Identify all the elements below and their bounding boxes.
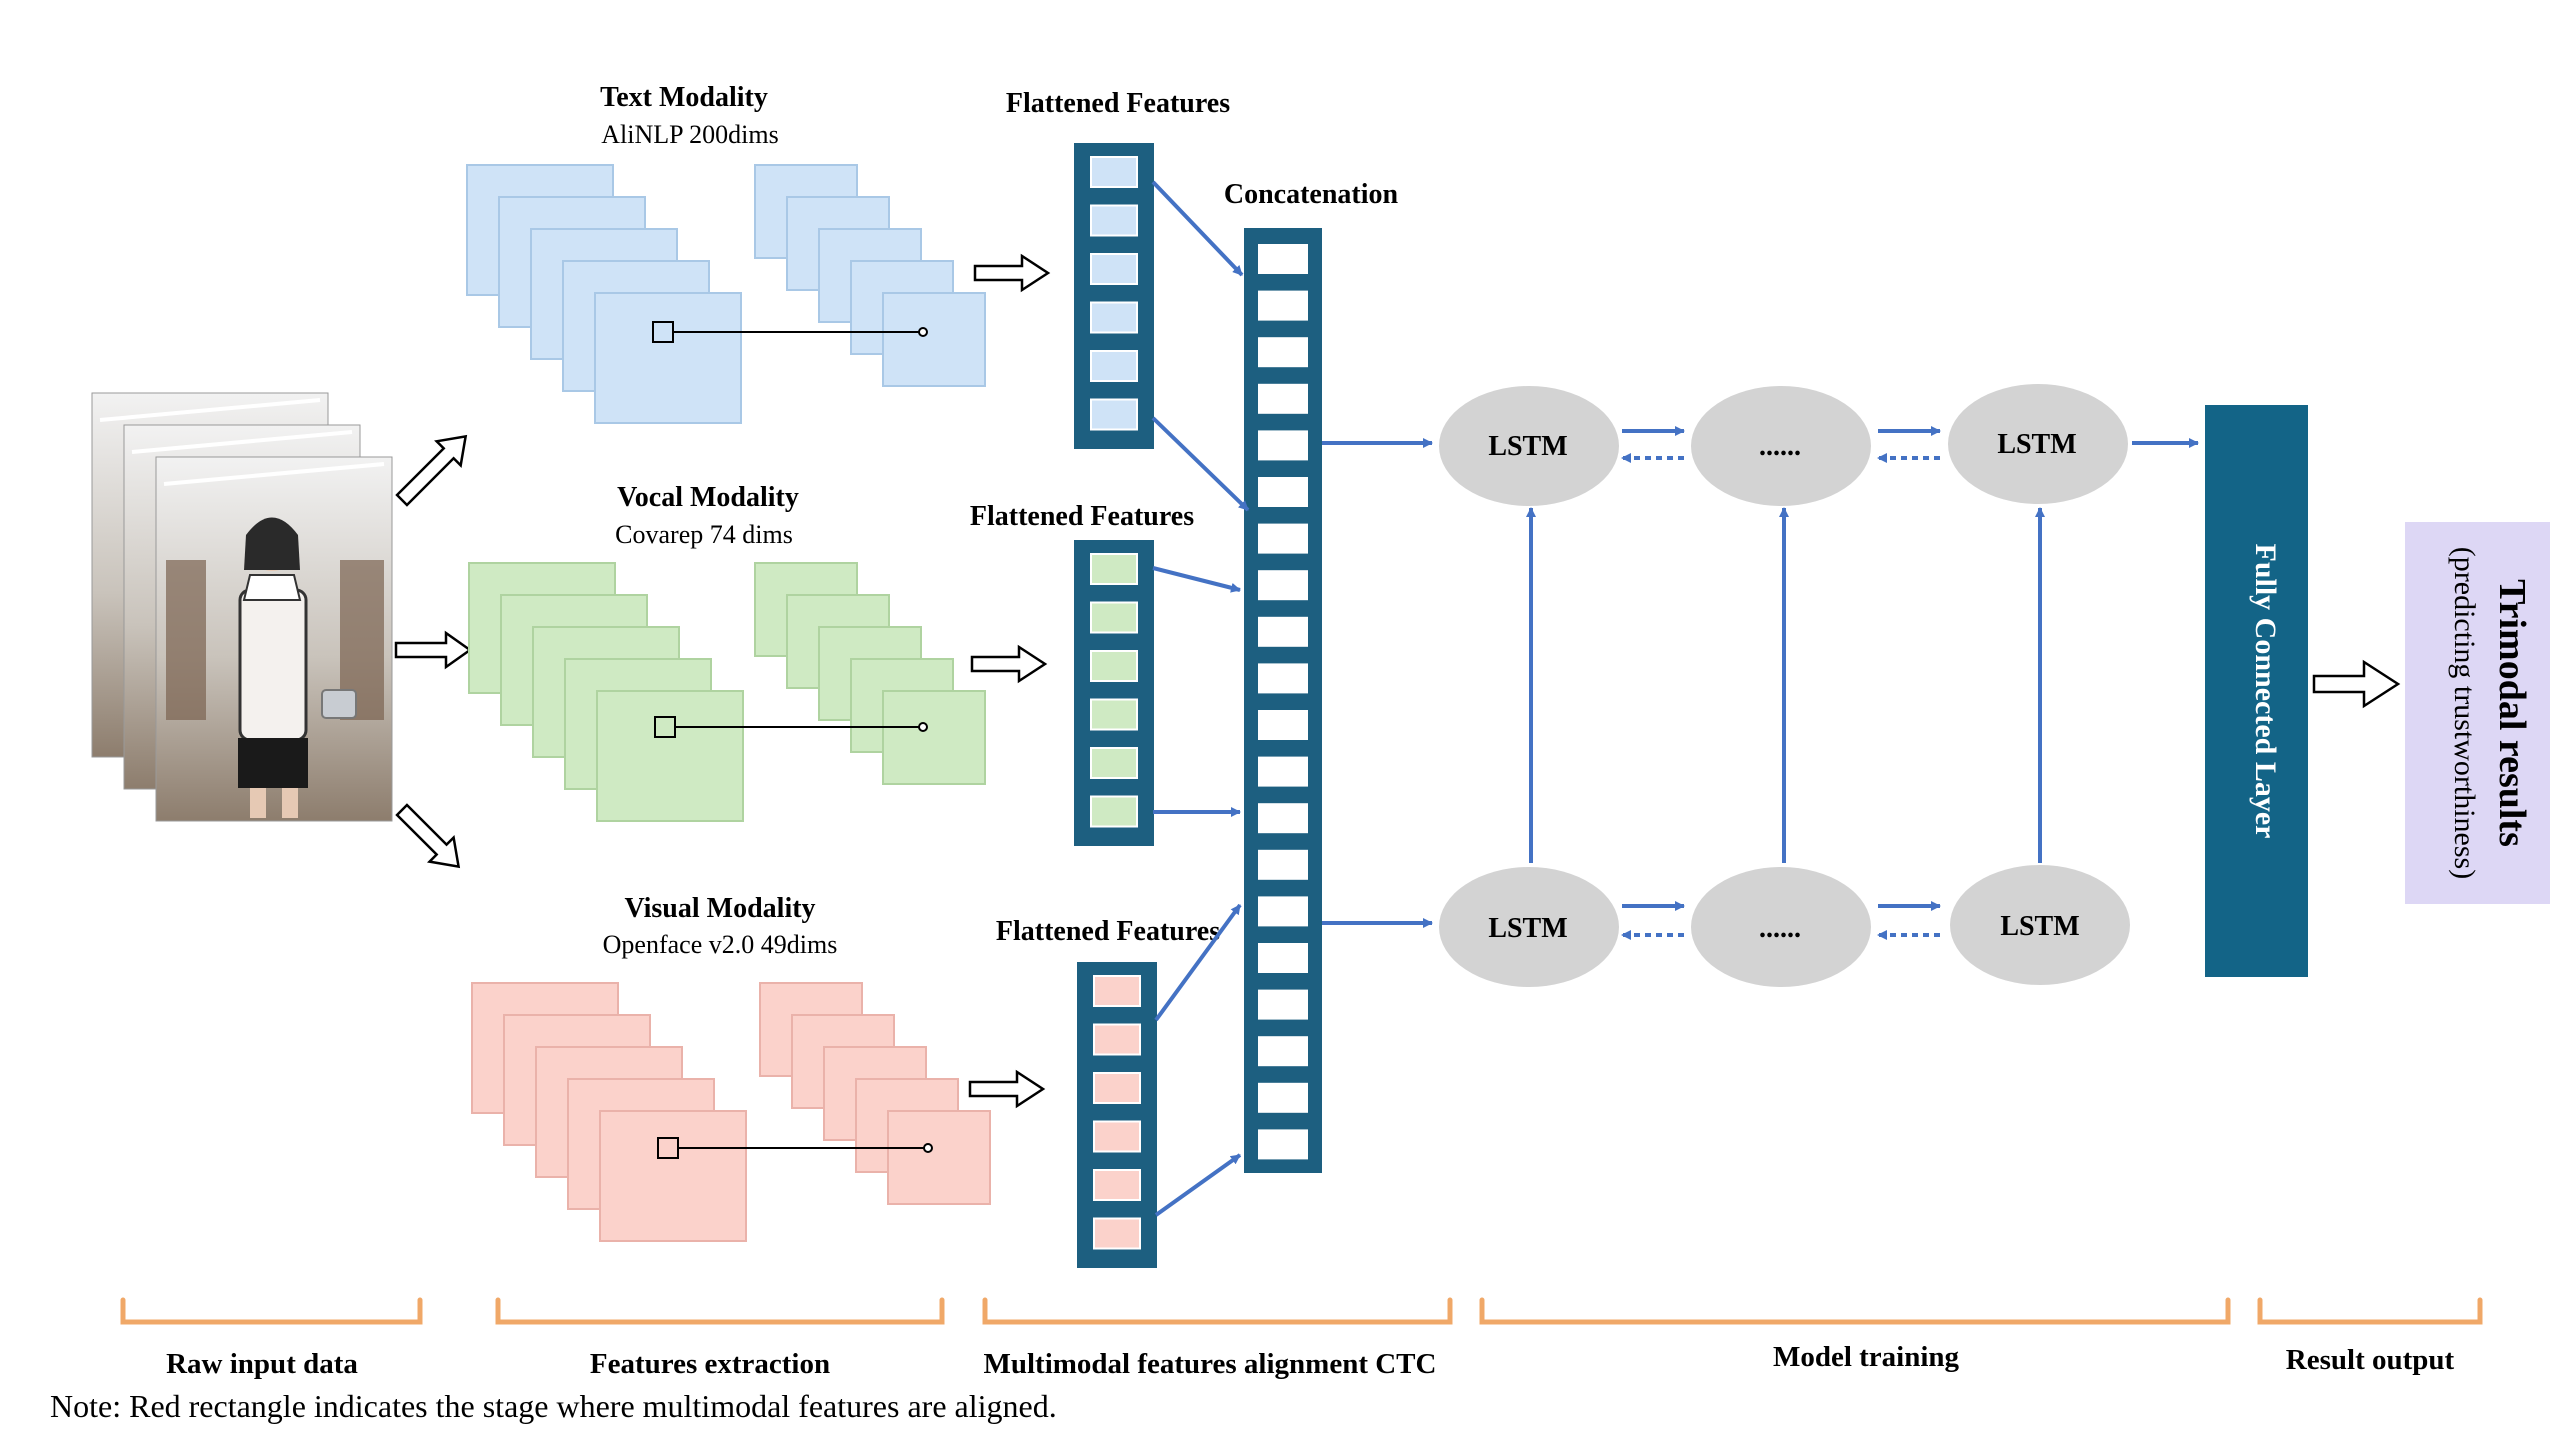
lstm-top-right-node [1948, 384, 2128, 504]
visual-feature-map [887, 1110, 991, 1205]
lstm-bottom-left-label: LSTM [1488, 913, 1567, 944]
text-flattened-frame [1074, 143, 1154, 449]
visual-modality-subtitle: Openface v2.0 49dims [603, 930, 838, 959]
stack-to-flatten-arrows [968, 253, 1051, 1109]
lstm-top-mid-label: ...... [1759, 431, 1801, 462]
text-modality-title: Text Modality [600, 82, 768, 113]
vocal-flattened-cell [1090, 795, 1138, 828]
concatenation-cell [1258, 1036, 1308, 1067]
concatenation-cell [1258, 849, 1308, 880]
stage-label-extraction: Features extraction [590, 1348, 830, 1380]
person-figure [238, 517, 357, 818]
note-text: Note: Red rectangle indicates the stage … [50, 1388, 1057, 1424]
concatenation-cell [1258, 1129, 1308, 1160]
text-conv-layer [594, 292, 742, 424]
result-box [2405, 522, 2550, 904]
vocal-flattened-cell [1090, 747, 1138, 779]
concatenation-cell [1258, 244, 1308, 274]
vocal-flattened-cell [1090, 650, 1138, 682]
visual-flattened-cell [1093, 1120, 1141, 1153]
visual-modality-title: Visual Modality [624, 893, 815, 924]
text-flattened-cell [1090, 350, 1138, 382]
feature-extraction-stacks [466, 164, 991, 1242]
flatten-to-concat-arrows [1151, 180, 1250, 1217]
vocal-modality-title: Vocal Modality [617, 482, 799, 513]
concatenation-cell [1258, 337, 1308, 368]
vocal-flattened-column [1074, 540, 1154, 846]
concatenation-cell [1258, 616, 1308, 647]
vocal-conv-layer [596, 690, 744, 822]
concatenation-cell [1258, 523, 1308, 554]
concatenation-cell [1258, 383, 1308, 414]
result-subtitle: (predicting trustworthiness) [2448, 547, 2481, 879]
visual-conv-layer [599, 1110, 747, 1242]
lstm-top-mid-node [1691, 386, 1871, 506]
flattened-feature-columns [1074, 143, 1157, 1268]
concatenation-cell [1258, 477, 1308, 507]
concatenation-label: Concatenation [1224, 179, 1399, 210]
stage-label-raw: Raw input data [166, 1348, 358, 1380]
lstm-bottom-mid-label: ...... [1759, 913, 1801, 944]
result-title: Trimodal results [2491, 579, 2533, 847]
text-modality-subtitle: AliNLP 200dims [601, 120, 778, 149]
lstm-network: LSTM ...... LSTM LSTM ...... LSTM [1322, 384, 2199, 987]
flattened-features-label-vocal: Flattened Features [970, 501, 1194, 532]
input-arrows [394, 434, 473, 869]
concatenation-cell [1258, 943, 1308, 973]
text-feature-stack [466, 164, 986, 424]
visual-feature-stack [471, 982, 991, 1242]
concatenation-cell [1258, 1082, 1308, 1113]
text-flattened-cell [1090, 156, 1138, 188]
stage-label-training: Model training [1773, 1341, 1960, 1373]
lstm-bottom-right-node [1950, 865, 2130, 985]
stage-braces [120, 1297, 2483, 1325]
raw-input-photo-stack [91, 392, 393, 822]
lstm-bottom-right-label: LSTM [2000, 911, 2079, 942]
text-flattened-cell [1090, 301, 1138, 334]
concatenation-frame [1244, 228, 1322, 1173]
vocal-feature-stack [468, 562, 986, 822]
fc-to-result-arrow [2312, 659, 2401, 709]
text-feature-map [882, 292, 986, 387]
lstm-bottom-left-node [1439, 867, 1619, 987]
visual-flattened-cell [1093, 975, 1141, 1007]
lstm-bottom-mid-node [1691, 867, 1871, 987]
concatenation-column [1244, 228, 1322, 1173]
concatenation-cell [1258, 430, 1308, 461]
visual-flattened-cell [1093, 1023, 1141, 1056]
text-flattened-column [1074, 143, 1154, 449]
concatenation-cell [1258, 290, 1308, 321]
concatenation-cell [1258, 989, 1308, 1020]
concatenation-cell [1258, 756, 1308, 787]
visual-flattened-column [1077, 962, 1157, 1268]
stage-label-output: Result output [2286, 1344, 2455, 1376]
visual-flattened-frame [1077, 962, 1157, 1268]
concatenation-cell [1258, 710, 1308, 740]
vocal-flattened-cell [1090, 553, 1138, 585]
fully-connected-layer-label: Fully Connected Layer [2249, 544, 2282, 839]
fully-connected-layer-box [2205, 405, 2308, 977]
concatenation-cell [1258, 803, 1308, 834]
concatenation-cell [1258, 896, 1308, 927]
flattened-features-label-visual: Flattened Features [996, 916, 1220, 947]
visual-flattened-cell [1093, 1169, 1141, 1201]
lstm-top-left-node [1439, 386, 1619, 506]
vocal-feature-map [882, 690, 986, 785]
text-flattened-cell [1090, 253, 1138, 285]
text-flattened-cell [1090, 398, 1138, 431]
visual-flattened-cell [1093, 1072, 1141, 1104]
lstm-top-right-label: LSTM [1997, 429, 2076, 460]
flattened-features-label-text: Flattened Features [1006, 88, 1230, 119]
vocal-flattened-cell [1090, 601, 1138, 634]
stage-label-alignment: Multimodal features alignment CTC [984, 1348, 1437, 1380]
concatenation-cell [1258, 570, 1308, 601]
vocal-flattened-frame [1074, 540, 1154, 846]
concatenation-cell [1258, 663, 1308, 694]
lstm-top-left-label: LSTM [1488, 431, 1567, 462]
visual-flattened-cell [1093, 1217, 1141, 1250]
vocal-modality-subtitle: Covarep 74 dims [615, 520, 793, 549]
text-flattened-cell [1090, 204, 1138, 237]
vocal-flattened-cell [1090, 698, 1138, 731]
